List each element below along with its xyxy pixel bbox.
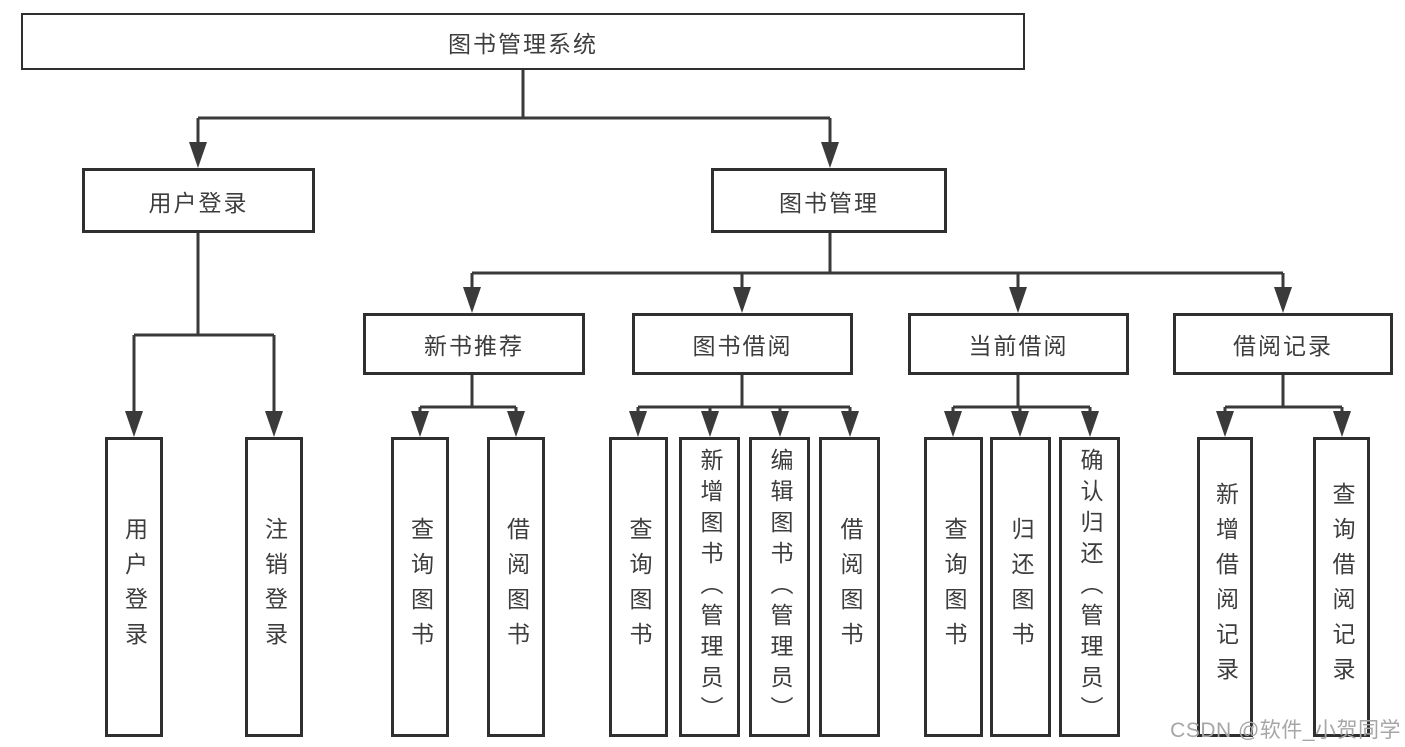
node-label: 借阅记录 bbox=[1233, 333, 1333, 359]
leaf-label: 注销登录 bbox=[261, 517, 288, 657]
leaf-borrow-query-book: 查询图书 bbox=[609, 437, 668, 737]
node-label: 图书借阅 bbox=[692, 333, 793, 359]
leaf-current-query-book: 查询图书 bbox=[924, 437, 983, 737]
leaf-edit-book-admin: 编辑图书（管理员） bbox=[749, 437, 810, 737]
leaf-confirm-return-admin: 确认归还（管理员） bbox=[1059, 437, 1120, 737]
leaf-label: 借阅图书 bbox=[503, 517, 530, 657]
leaf-label: 借阅图书 bbox=[837, 517, 863, 657]
leaf-label: 归还图书 bbox=[1008, 517, 1034, 657]
csdn-watermark: CSDN @软件_小贺同学 bbox=[1170, 719, 1401, 742]
node-label: 图书管理 bbox=[779, 189, 879, 216]
node-label: 新书推荐 bbox=[424, 333, 524, 359]
node-book-borrow: 图书借阅 bbox=[632, 313, 853, 375]
leaf-user-login: 用户登录 bbox=[105, 437, 163, 737]
leaf-label: 查询图书 bbox=[407, 517, 434, 657]
leaf-label: 查询借阅记录 bbox=[1329, 482, 1355, 692]
node-user-login: 用户登录 bbox=[82, 168, 315, 233]
node-label: 用户登录 bbox=[148, 189, 249, 216]
leaf-label: 新增借阅记录 bbox=[1212, 482, 1239, 692]
node-current-borrow: 当前借阅 bbox=[908, 313, 1129, 375]
leaf-query-borrow-record: 查询借阅记录 bbox=[1313, 437, 1370, 737]
leaf-label: 用户登录 bbox=[121, 517, 148, 657]
leaf-logout: 注销登录 bbox=[245, 437, 303, 737]
leaf-add-book-admin: 新增图书（管理员） bbox=[679, 437, 740, 737]
node-label: 图书管理系统 bbox=[448, 30, 598, 57]
node-label: 当前借阅 bbox=[968, 333, 1069, 359]
leaf-label: 新增图书（管理员） bbox=[697, 447, 723, 727]
leaf-recommend-query-book: 查询图书 bbox=[391, 437, 449, 737]
node-new-book-recommend: 新书推荐 bbox=[363, 313, 585, 375]
leaf-recommend-borrow-book: 借阅图书 bbox=[487, 437, 545, 737]
node-system-root: 图书管理系统 bbox=[21, 13, 1025, 70]
leaf-label: 编辑图书（管理员） bbox=[767, 447, 793, 727]
node-borrow-records: 借阅记录 bbox=[1173, 313, 1393, 375]
leaf-label: 确认归还（管理员） bbox=[1077, 447, 1103, 727]
leaf-label: 查询图书 bbox=[941, 517, 967, 657]
node-book-management: 图书管理 bbox=[711, 168, 947, 233]
leaf-add-borrow-record: 新增借阅记录 bbox=[1197, 437, 1253, 737]
leaf-return-book: 归还图书 bbox=[990, 437, 1051, 737]
leaf-borrow-book: 借阅图书 bbox=[819, 437, 880, 737]
leaf-label: 查询图书 bbox=[626, 517, 652, 657]
